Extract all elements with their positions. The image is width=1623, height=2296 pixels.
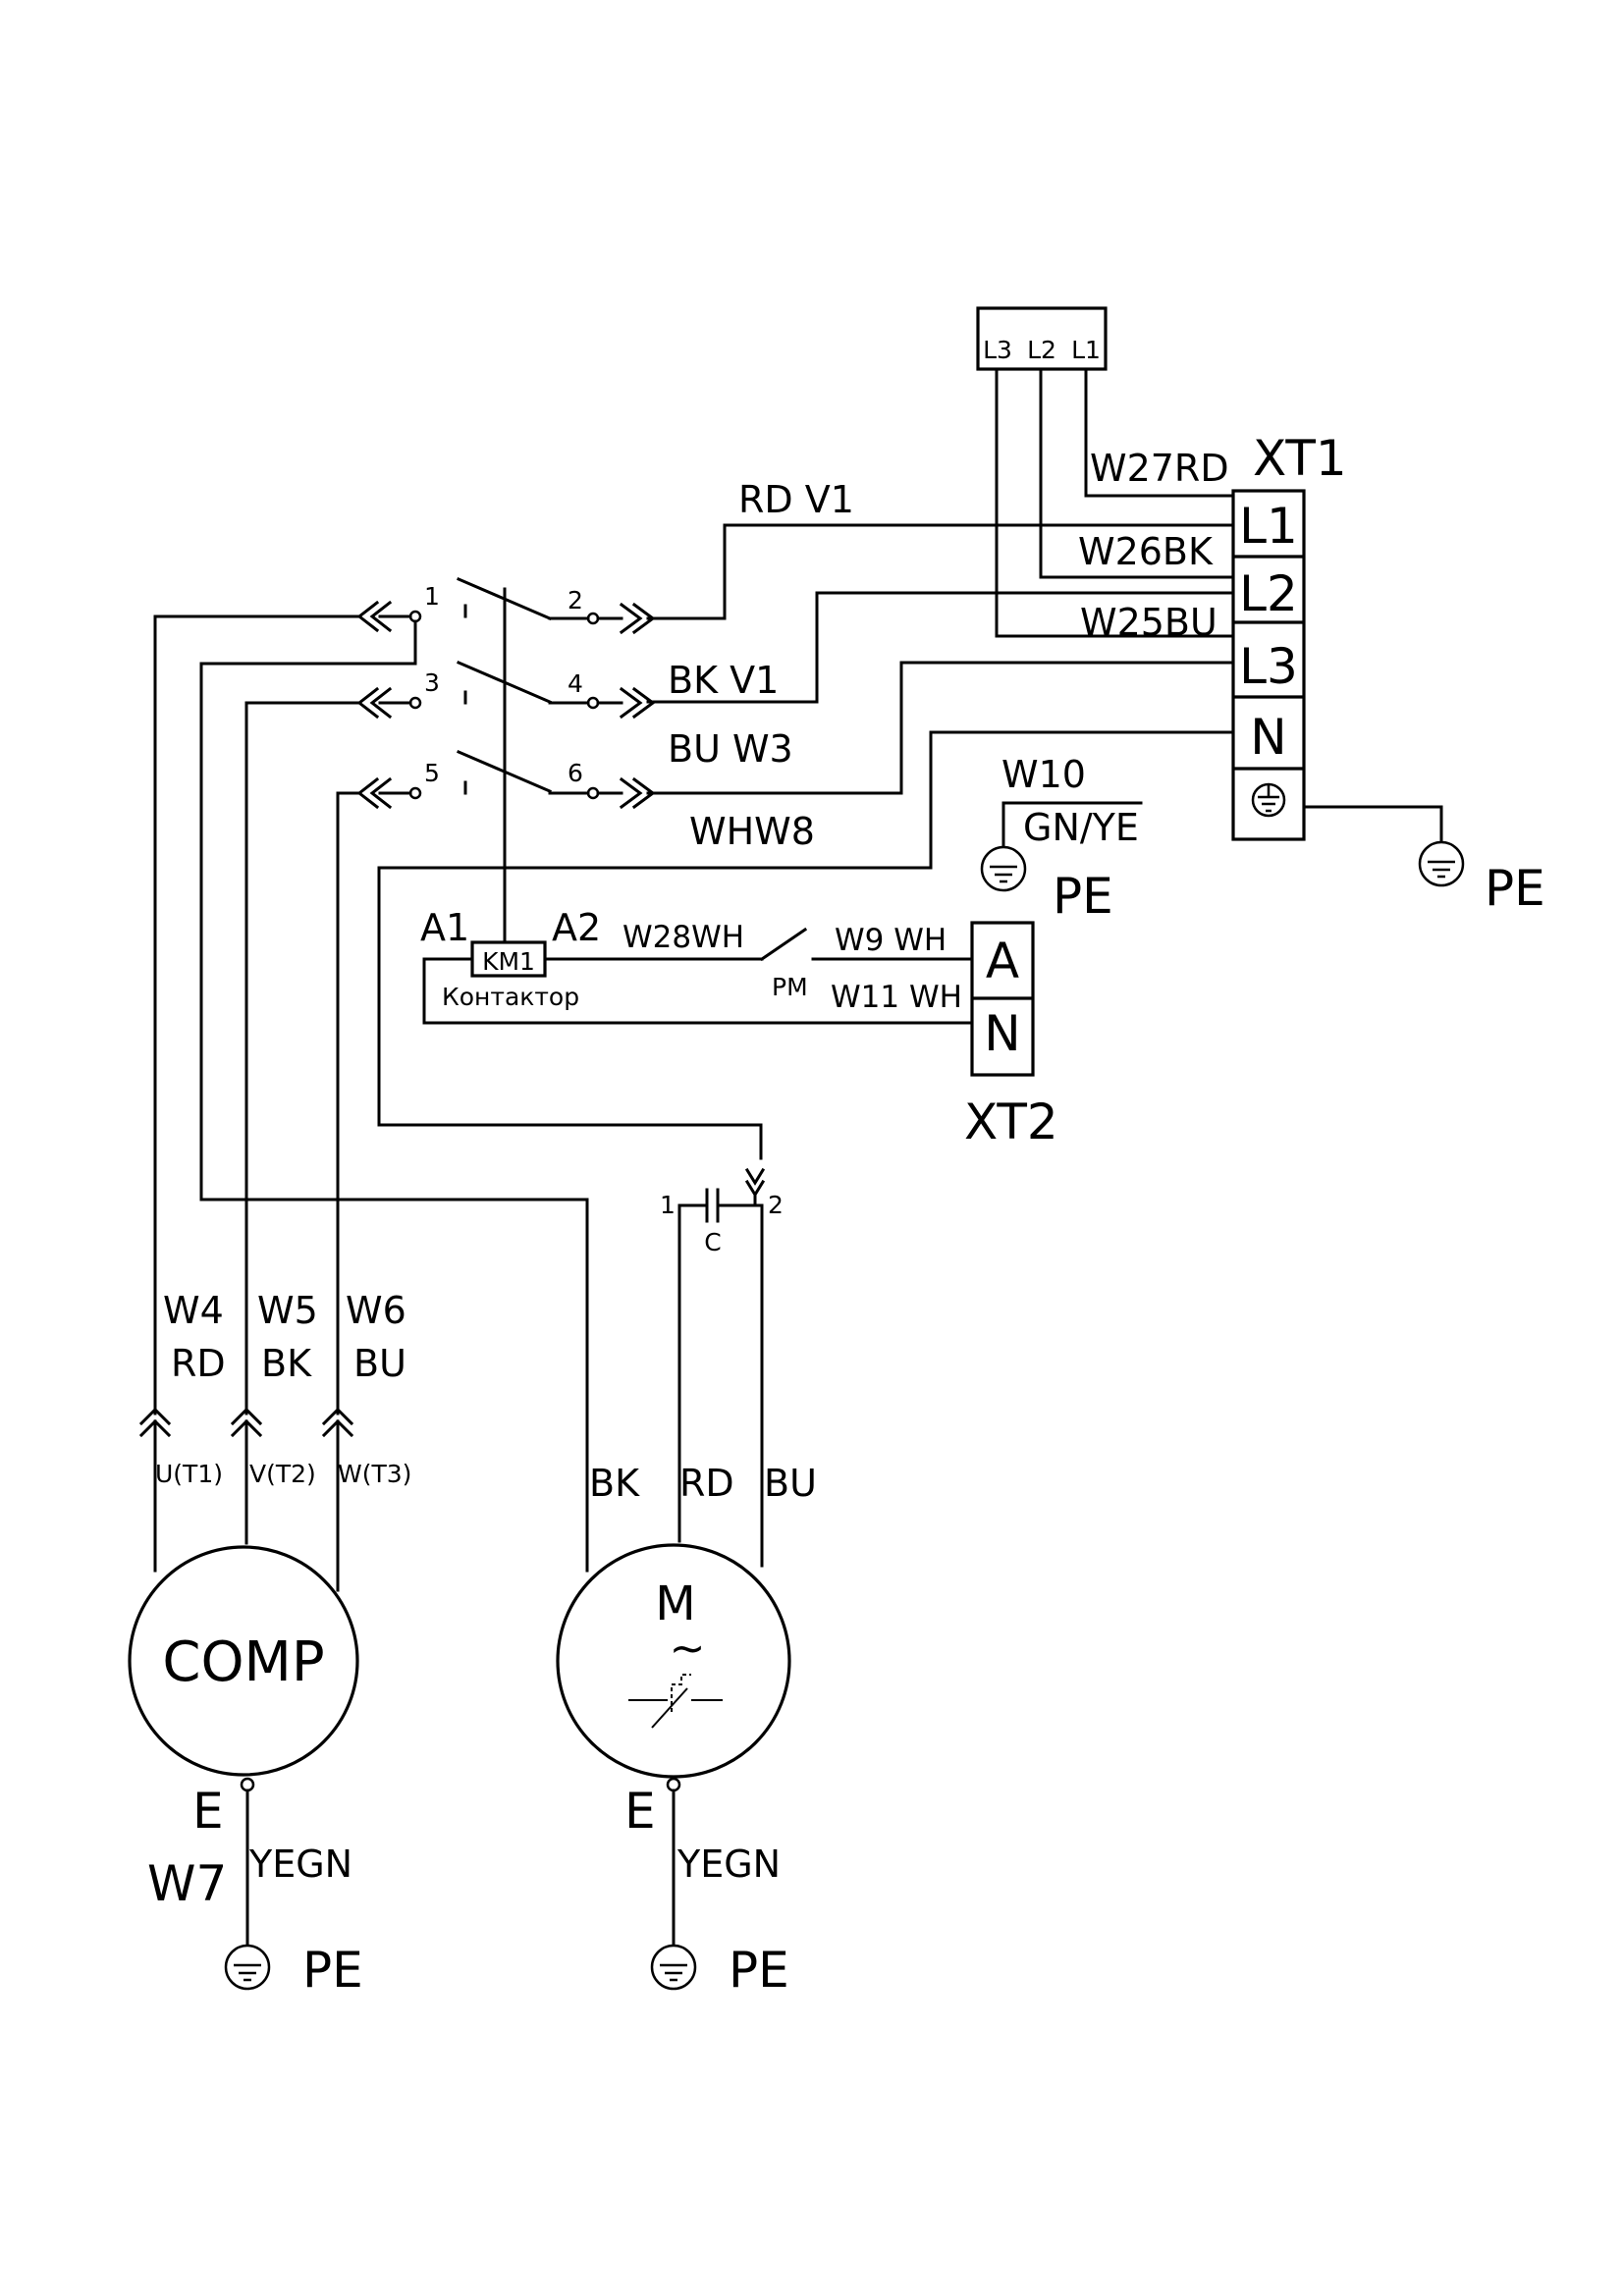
fan-color-bk: BK xyxy=(589,1462,640,1505)
xt2-terminal-block: A N XT2 xyxy=(964,921,1058,1150)
pe-label-comp: PE xyxy=(302,1942,363,1999)
xt1-terminal-n: N xyxy=(1250,709,1286,766)
ground-icon xyxy=(980,845,1027,892)
contact-pin-3: 3 xyxy=(424,668,440,697)
capacitor-pin2-label: 2 xyxy=(768,1191,784,1219)
contactor-coil: KM1 A1 A2 Контактор xyxy=(420,906,601,1011)
contact-pin-1: 1 xyxy=(424,582,440,611)
pe-label-fan: PE xyxy=(729,1942,789,1999)
supply-l1-label: L1 xyxy=(1071,336,1101,364)
wire-w9-wh-label: W9 WH xyxy=(835,923,947,958)
xt2-terminal-a: A xyxy=(986,933,1019,989)
line-bk-v1-label: BK V1 xyxy=(668,659,779,702)
capacitor: 1 2 C xyxy=(660,1167,784,1256)
compressor-plug-terminals: U(T1) V(T2) W(T3) xyxy=(138,1407,411,1488)
fan-color-rd: RD xyxy=(679,1462,734,1505)
comp-wire-w4: W4 xyxy=(163,1289,224,1332)
pe-label-xt1: PE xyxy=(1485,860,1545,917)
contactor-name-label: Контактор xyxy=(442,983,579,1011)
supply-connector: L3 L2 L1 xyxy=(976,306,1108,371)
ground-icon xyxy=(1418,840,1465,887)
capacitor-pin1-label: 1 xyxy=(660,1191,676,1219)
wire-w27rd-label: W27RD xyxy=(1090,447,1229,490)
xt2-title: XT2 xyxy=(964,1094,1058,1150)
contactor-a2-label: A2 xyxy=(552,906,601,949)
wire-w11-wh-label: W11 WH xyxy=(831,980,962,1015)
coil-wire-w28wh-label: W28WH xyxy=(622,920,744,955)
ground-icon xyxy=(224,1944,271,1991)
comp-pe-color: YEGN xyxy=(248,1842,352,1886)
comp-wire-w6: W6 xyxy=(346,1289,406,1332)
comp-color-bk: BK xyxy=(261,1342,312,1385)
contactor-code-label: KM1 xyxy=(482,947,535,976)
compressor-wire-labels: W4 W5 W6 RD BK BU xyxy=(163,1289,406,1385)
supply-l3-label: L3 xyxy=(983,336,1012,364)
ground-wire-gnye-label: GN/YE xyxy=(1023,806,1139,849)
comp-terminal-v: V(T2) xyxy=(249,1460,316,1488)
compressor-label: COMP xyxy=(162,1630,324,1694)
line-bu-w3-label: BU W3 xyxy=(668,727,793,771)
wire-w25bu-label: W25BU xyxy=(1080,601,1217,644)
compressor-plug-connectors xyxy=(356,600,412,810)
xt1-terminal-l1: L1 xyxy=(1239,498,1298,555)
ground-wire-w10-label: W10 xyxy=(1001,753,1086,796)
fan-color-bu: BU xyxy=(764,1462,817,1505)
fan-motor-wire-labels: BK RD BU xyxy=(589,1462,817,1505)
ground-icon xyxy=(650,1944,697,1991)
fan-motor-earth-label: E xyxy=(624,1783,656,1840)
line-whw8-label: WHW8 xyxy=(689,810,815,853)
wire-w26bk-label: W26BK xyxy=(1078,530,1214,573)
xt2-terminal-n: N xyxy=(984,1005,1020,1062)
comp-wire-w5: W5 xyxy=(257,1289,318,1332)
contact-pin-2: 2 xyxy=(568,586,583,614)
comp-color-rd: RD xyxy=(171,1342,226,1385)
fan-motor: M ~ E xyxy=(556,1543,791,1840)
line-rd-v1-label: RD V1 xyxy=(738,478,854,521)
comp-color-bu: BU xyxy=(353,1342,406,1385)
fan-motor-label: M xyxy=(655,1576,695,1631)
xt1-title: XT1 xyxy=(1253,430,1347,487)
fan-motor-ac-symbol: ~ xyxy=(670,1624,706,1674)
contact-pin-4: 4 xyxy=(568,669,583,698)
contact-pin-5: 5 xyxy=(424,759,440,787)
xt1-terminal-block: XT1 L1 L2 L3 N xyxy=(1231,430,1347,841)
contactor-a1-label: A1 xyxy=(420,906,469,949)
comp-pe-wire-w7: W7 xyxy=(147,1855,227,1912)
xt1-earth-icon xyxy=(1251,782,1286,818)
relay-pm-label: PM xyxy=(772,973,808,1001)
comp-terminal-u: U(T1) xyxy=(155,1460,223,1488)
compressor-earth-label: E xyxy=(192,1783,224,1840)
capacitor-label: C xyxy=(704,1228,721,1256)
fan-pe-color: YEGN xyxy=(676,1842,781,1886)
xt1-terminal-l3: L3 xyxy=(1239,638,1298,695)
contact-pin-6: 6 xyxy=(568,759,583,787)
xt1-terminal-l2: L2 xyxy=(1239,565,1298,622)
contactor-contacts: 1 2 3 4 5 6 xyxy=(408,577,656,810)
pe-label-w10: PE xyxy=(1053,868,1113,925)
thermal-protector-icon xyxy=(628,1674,723,1729)
compressor: COMP E xyxy=(128,1545,359,1840)
supply-l2-label: L2 xyxy=(1027,336,1056,364)
comp-terminal-w: W(T3) xyxy=(338,1460,411,1488)
